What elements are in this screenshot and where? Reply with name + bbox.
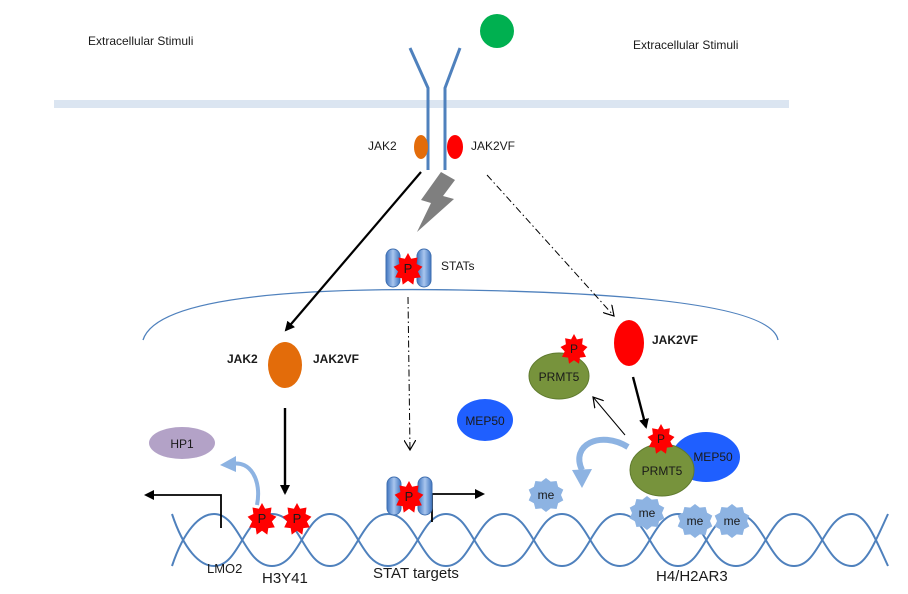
svg-text:me: me (724, 514, 741, 528)
me-burst-1: me (528, 478, 564, 512)
arrow-stat-to-dna (408, 296, 410, 450)
hp1-label: HP1 (170, 437, 194, 451)
ligand-circle (480, 14, 514, 48)
svg-text:me: me (538, 488, 555, 502)
hp1 (149, 427, 215, 459)
svg-text:me: me (687, 514, 704, 528)
chromatin-phospho-1: P (247, 503, 277, 535)
jak2vf-nucleus-label: JAK2VF (313, 352, 359, 366)
stat-dimer-dna: P (386, 476, 433, 516)
svg-text:P: P (570, 342, 578, 356)
me-burst-3: me (677, 504, 713, 538)
arrow-jak2vf-to-prmt5 (631, 376, 649, 429)
phospho-star-icon (247, 503, 277, 535)
mep50-center-label: MEP50 (465, 414, 505, 428)
phospho-star-icon (393, 253, 423, 285)
jak2-membrane (414, 135, 428, 159)
svg-text:me: me (639, 506, 656, 520)
extracellular-label-right: Extracellular Stimuli (633, 38, 738, 52)
prmt5-top-phospho: P (560, 334, 588, 364)
lightning-icon (417, 172, 455, 232)
curved-arrow-head (572, 469, 592, 488)
jak2vf-nucleus-right (614, 320, 644, 366)
mep50-center (457, 399, 513, 441)
me-burst-2: me (629, 496, 665, 530)
svg-text:P: P (293, 511, 302, 526)
curved-arrow-hp1 (231, 461, 261, 506)
svg-text:P: P (405, 489, 414, 504)
prmt5-bottom-label: PRMT5 (642, 464, 683, 478)
lmo2-label: LMO2 (207, 561, 242, 576)
h4-h2ar3-label: H4/H2AR3 (656, 568, 728, 585)
cell-membrane (54, 100, 789, 108)
svg-text:P: P (657, 432, 665, 446)
stats-dimer: P (385, 248, 432, 288)
arrow-jak-to-nucleus (284, 171, 422, 332)
stats-label: STATs (441, 259, 475, 273)
stats-p-label: P (404, 261, 413, 276)
phospho-star-icon (394, 481, 424, 513)
mep50-right-label: MEP50 (693, 450, 733, 464)
jak2vf-membrane-label: JAK2VF (471, 139, 515, 153)
jak2-nucleus-label: JAK2 (227, 352, 258, 366)
prmt5-top-label: PRMT5 (539, 370, 580, 384)
receptor (408, 47, 462, 170)
nuclear-envelope (142, 288, 779, 341)
svg-text:P: P (258, 511, 267, 526)
curved-arrow-hp1-head (220, 456, 236, 472)
extracellular-label-left: Extracellular Stimuli (88, 34, 193, 48)
h3y41-label: H3Y41 (262, 570, 308, 587)
jak2vf-membrane (447, 135, 463, 159)
prmt5-bottom-phospho: P (647, 424, 675, 454)
jak-nucleus (268, 342, 302, 388)
lmo2-gene-arrow (144, 490, 222, 528)
phospho-star-icon (647, 424, 675, 454)
arrow-prmt5-release (593, 397, 626, 436)
dna-helix (171, 512, 889, 568)
curved-arrow-methylation (576, 436, 630, 472)
me-burst-4: me (714, 504, 750, 538)
jak2vf-right-label: JAK2VF (652, 333, 698, 347)
phospho-star-icon (282, 503, 312, 535)
jak2-membrane-label: JAK2 (368, 139, 397, 153)
stat-targets-label: STAT targets (373, 565, 459, 582)
arrow-jak2vf-to-nucleus (486, 174, 614, 316)
chromatin-phospho-2: P (282, 503, 312, 535)
prmt5-top (528, 352, 590, 400)
phospho-star-icon (560, 334, 588, 364)
